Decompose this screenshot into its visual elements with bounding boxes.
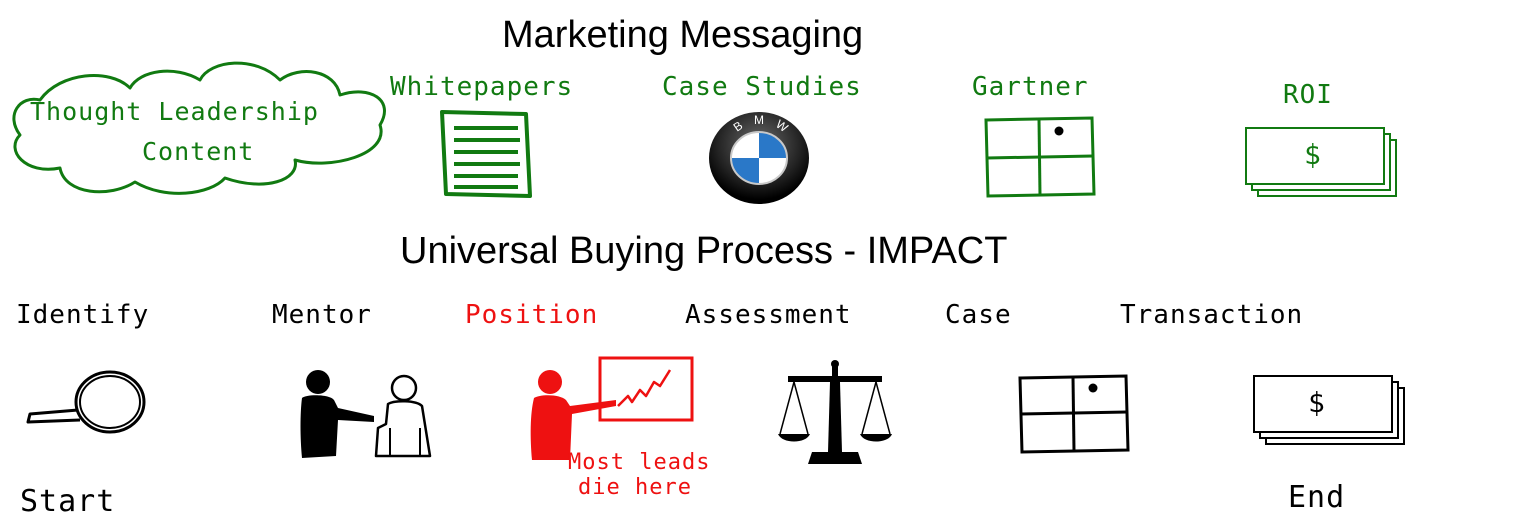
mentor-people-icon bbox=[300, 370, 432, 458]
end-label: End bbox=[1288, 480, 1346, 515]
transaction-dollar-symbol: $ bbox=[1308, 386, 1326, 419]
svg-text:M: M bbox=[754, 113, 764, 127]
document-icon bbox=[440, 110, 532, 198]
step-assessment-label: Assessment bbox=[685, 300, 852, 330]
roi-label: ROI bbox=[1283, 80, 1333, 110]
marketing-title: Marketing Messaging bbox=[502, 14, 864, 56]
step-identify-label: Identify bbox=[16, 300, 150, 330]
magic-quadrant-icon bbox=[984, 116, 1096, 198]
thought-leadership-line1: Thought Leadership bbox=[30, 97, 319, 126]
note-line2: die here bbox=[578, 475, 692, 500]
gartner-label: Gartner bbox=[972, 72, 1089, 102]
money-stack-icon bbox=[1245, 127, 1397, 197]
quadrant-icon bbox=[1018, 374, 1130, 454]
step-position-label: Position bbox=[465, 300, 599, 330]
start-label: Start bbox=[20, 484, 116, 519]
roi-dollar-symbol: $ bbox=[1304, 138, 1322, 171]
step-case-label: Case bbox=[945, 300, 1012, 330]
presenter-icon bbox=[530, 356, 694, 460]
balance-scale-icon bbox=[778, 360, 892, 464]
process-title: Universal Buying Process - IMPACT bbox=[400, 230, 1008, 272]
whitepapers-label: Whitepapers bbox=[390, 72, 574, 102]
step-mentor-label: Mentor bbox=[272, 300, 372, 330]
magnifying-glass-icon bbox=[26, 370, 146, 434]
bmw-logo-icon: B M W bbox=[709, 112, 809, 204]
case-studies-label: Case Studies bbox=[662, 72, 862, 102]
money-stack-icon bbox=[1253, 375, 1405, 445]
step-transaction-label: Transaction bbox=[1120, 300, 1304, 330]
cloud-icon bbox=[12, 61, 386, 195]
note-line1: Most leads bbox=[568, 450, 711, 475]
thought-leadership-line2: Content bbox=[142, 137, 255, 166]
